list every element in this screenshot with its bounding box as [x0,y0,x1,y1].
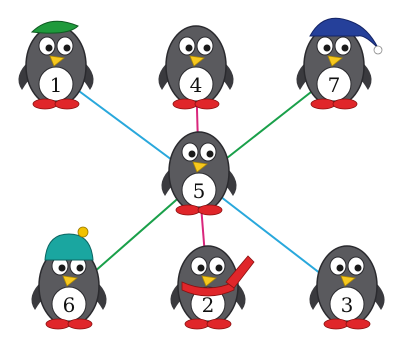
penguin-number: 1 [50,73,63,97]
belly [51,286,87,322]
nightcap-pompom [373,45,383,55]
beak [62,275,78,287]
right-pupil [63,44,71,52]
penguin-number: 3 [341,293,354,317]
penguin-number: 5 [193,179,206,203]
right-foot [54,98,80,110]
penguin-1: 1 [18,20,94,110]
left-pupil [45,44,53,52]
left-pupil [336,264,344,272]
right-pupil [354,264,362,272]
penguin-2: 2 [170,245,255,330]
beak [189,55,205,67]
left-foot [310,98,336,110]
right-foot [197,204,223,216]
penguin-6: 6 [31,226,107,330]
beak [49,55,65,67]
beak [192,161,208,173]
right-pupil [215,264,223,272]
belly [181,172,217,208]
penguin-7: 7 [296,17,383,110]
right-pupil [203,44,211,52]
penguin-number: 4 [190,73,203,97]
right-foot [332,98,358,110]
penguin-5: 5 [161,131,237,216]
penguin-number: 7 [328,73,341,97]
right-pupil [76,264,84,272]
penguin-group: 1 4 7 5 6 2 3 [18,17,385,330]
blue-nightcap [309,17,379,49]
penguin-3: 3 [309,245,385,330]
left-pupil [188,150,196,158]
penguin-4: 4 [158,25,234,110]
penguin-number: 6 [63,293,76,317]
teal-hat [44,233,94,261]
penguin-number: 2 [202,293,215,317]
right-foot [194,98,220,110]
beak [340,275,356,287]
left-foot [32,98,58,110]
right-pupil [341,44,349,52]
beak [201,275,217,287]
left-foot [184,318,210,330]
scarf-tail [225,255,255,289]
right-foot [206,318,232,330]
belly [329,286,365,322]
left-foot [175,204,201,216]
belly [178,66,214,102]
right-foot [67,318,93,330]
left-pupil [185,44,193,52]
belly [316,66,352,102]
belly [38,66,74,102]
left-foot [45,318,71,330]
left-foot [323,318,349,330]
beak [327,55,343,67]
right-foot [345,318,371,330]
left-pupil [323,44,331,52]
red-scarf [181,281,235,297]
right-pupil [206,150,214,158]
left-pupil [197,264,205,272]
left-foot [172,98,198,110]
green-beret [30,20,79,34]
hat-pompom [77,226,89,238]
left-pupil [58,264,66,272]
